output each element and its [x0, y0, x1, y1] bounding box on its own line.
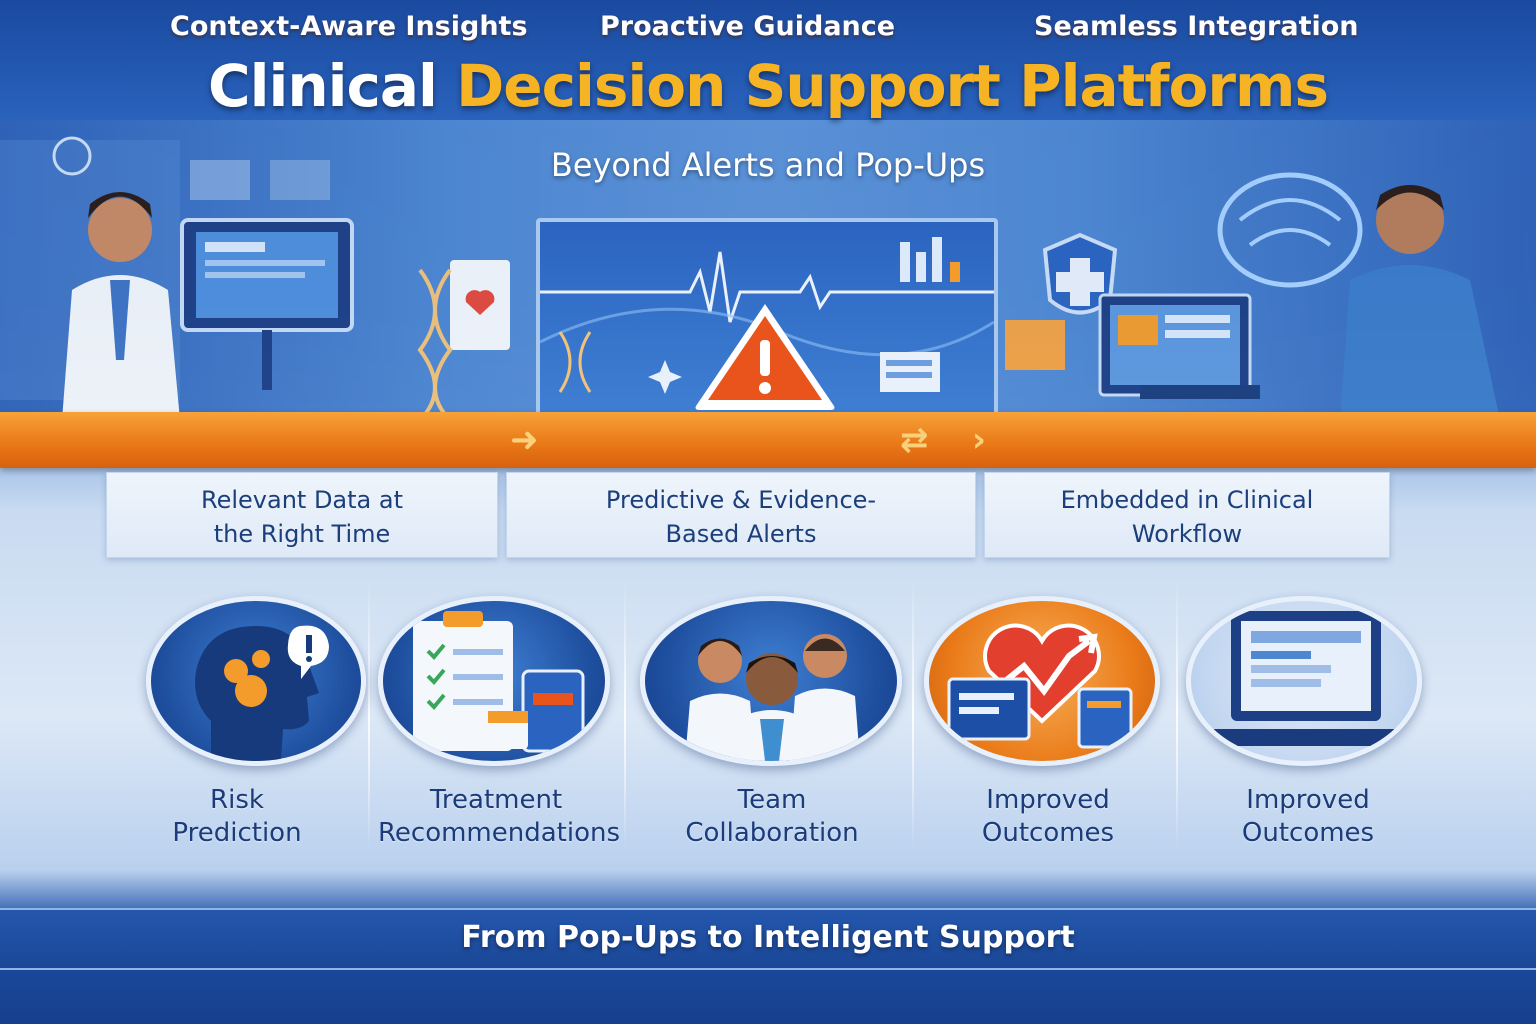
desc-seamless-line2: Workflow — [1131, 520, 1243, 548]
title-part-platforms: Decision Support Platforms — [456, 52, 1329, 120]
warning-triangle-icon — [695, 304, 835, 410]
feature-divider — [912, 580, 914, 850]
laptop-icon — [1186, 596, 1422, 766]
feature-risk-line2: Prediction — [172, 818, 302, 848]
desc-box-context: Relevant Data at the Right Time — [106, 472, 498, 558]
desc-proactive-line1: Predictive & Evidence- — [605, 486, 877, 514]
pillar-seamless: Seamless Integration — [1034, 11, 1359, 42]
feature-outcomes2-line1: Improved — [1246, 785, 1370, 815]
ecg-chart-graphic — [539, 237, 995, 394]
pillar-proactive: Proactive Guidance — [600, 11, 896, 42]
desc-seamless-line1: Embedded in Clinical — [1060, 486, 1314, 514]
page-subtitle: Beyond Alerts and Pop-Ups — [550, 146, 986, 184]
feature-label-outcomes-1: Improved Outcomes — [952, 784, 1144, 850]
feature-label-team: Team Collaboration — [664, 784, 880, 850]
desc-box-seamless: Embedded in Clinical Workflow — [984, 472, 1390, 558]
pillars-banner — [0, 412, 1536, 468]
clinician-team-icon — [640, 596, 902, 766]
arrow-right-small-icon: › — [972, 420, 987, 460]
arrow-swap-icon: ⇄ — [900, 420, 929, 460]
head-risk-icon — [146, 596, 366, 766]
clipboard-checklist-icon — [378, 596, 610, 766]
feature-team-line1: Team — [737, 785, 807, 815]
feature-label-outcomes-2: Improved Outcomes — [1212, 784, 1404, 850]
feature-outcomes1-line2: Outcomes — [981, 818, 1115, 848]
feature-treatment-line2: Recommendations — [378, 818, 621, 848]
feature-outcomes1-line1: Improved — [986, 785, 1110, 815]
feature-treatment-line1: Treatment — [429, 785, 563, 815]
desc-context-line1: Relevant Data at — [200, 486, 403, 514]
hero-illustration — [0, 136, 1500, 420]
title-part-clinical: Clinical — [208, 52, 438, 120]
footer-band — [0, 908, 1536, 970]
desc-proactive-line2: Based Alerts — [665, 520, 817, 548]
feature-risk-line1: Risk — [210, 785, 264, 815]
footer-tagline: From Pop-Ups to Intelligent Support — [461, 920, 1075, 955]
feature-label-risk: Risk Prediction — [146, 784, 328, 850]
page-title: Clinical Decision Support Platforms — [0, 52, 1536, 120]
feature-outcomes2-line2: Outcomes — [1241, 818, 1375, 848]
feature-label-treatment: Treatment Recommendations — [378, 784, 621, 850]
feature-divider — [368, 580, 370, 850]
heart-trend-icon — [924, 596, 1160, 766]
desc-context-line2: the Right Time — [213, 520, 391, 548]
feature-divider — [624, 580, 626, 850]
arrow-right-icon: ➜ — [510, 420, 539, 460]
desc-box-proactive: Predictive & Evidence- Based Alerts — [506, 472, 976, 558]
feature-team-line2: Collaboration — [685, 818, 859, 848]
feature-divider — [1176, 580, 1178, 850]
pillar-context-aware: Context-Aware Insights — [170, 11, 528, 42]
